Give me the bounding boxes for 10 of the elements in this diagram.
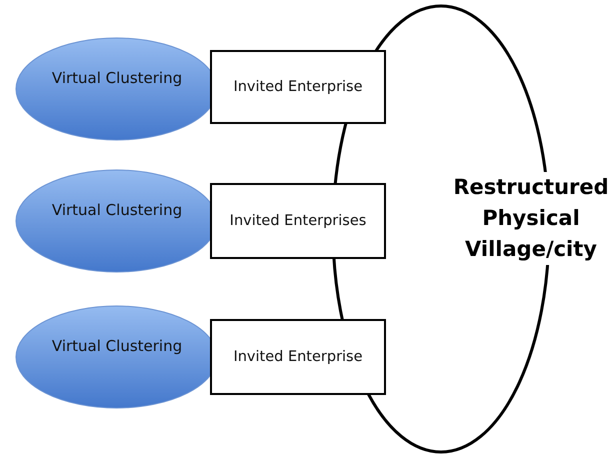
enterprise-box	[210, 183, 386, 259]
cluster-label: Virtual Clustering	[50, 69, 184, 87]
enterprise-label: Invited Enterprises	[230, 213, 366, 229]
area-label: Restructured Physical Village/city	[452, 172, 610, 265]
enterprise-label: Invited Enterprise	[233, 79, 363, 95]
enterprise-box	[210, 319, 386, 395]
cluster-label: Virtual Clustering	[50, 337, 184, 355]
enterprise-box	[210, 50, 386, 124]
cluster-label: Virtual Clustering	[50, 201, 184, 219]
enterprise-label: Invited Enterprise	[233, 349, 363, 365]
